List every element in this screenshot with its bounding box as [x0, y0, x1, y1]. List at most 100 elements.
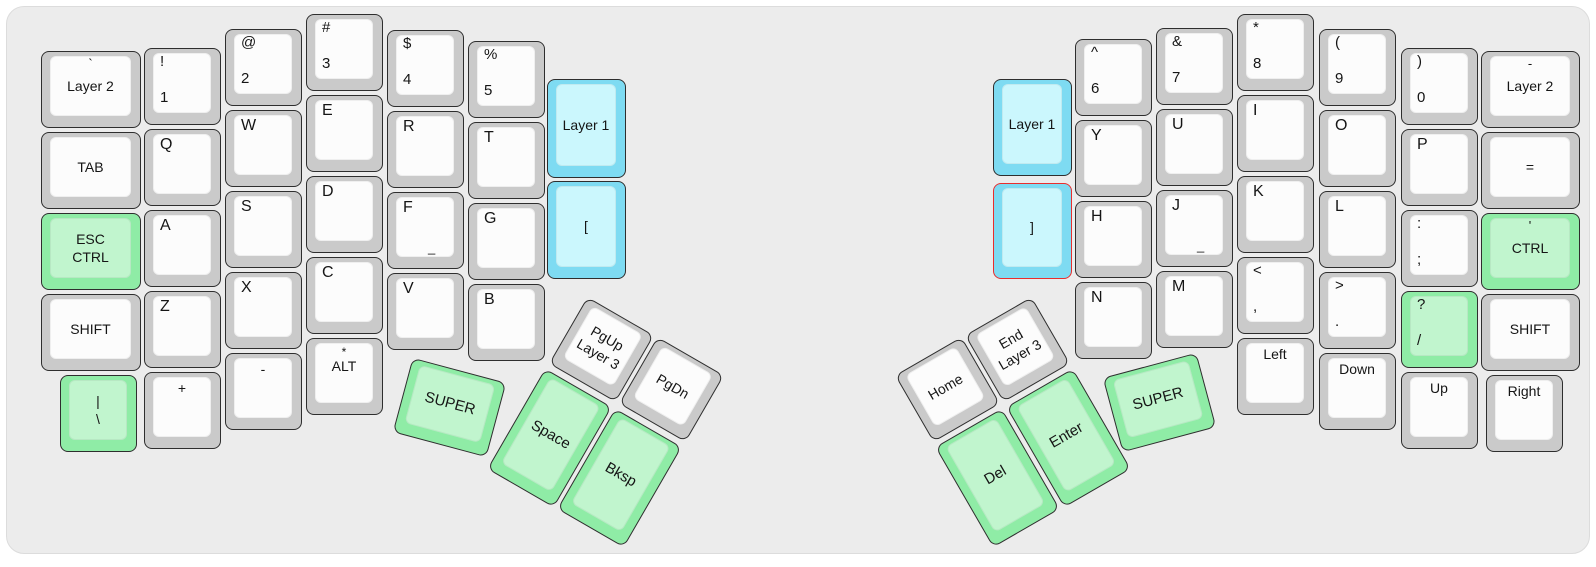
key-legend: X [241, 279, 252, 296]
key-i[interactable]: I [1237, 95, 1314, 172]
key-legend: Up [1430, 380, 1448, 396]
key-legend: Q [160, 136, 173, 153]
key-star-8[interactable]: *8 [1237, 14, 1314, 91]
key-r[interactable]: R [387, 111, 464, 188]
key-legend: E [322, 102, 333, 119]
key-super-left[interactable]: SUPER [392, 357, 507, 458]
key-shift-left[interactable]: SHIFT [41, 294, 141, 371]
key-shift-right[interactable]: SHIFT [1481, 294, 1580, 371]
key-h[interactable]: H [1075, 201, 1152, 278]
key-legend: SUPER [1130, 384, 1186, 414]
key-g[interactable]: G [468, 203, 545, 280]
key-p[interactable]: P [1401, 129, 1478, 206]
key-layer1-right[interactable]: Layer 1 [993, 79, 1072, 176]
key-legend: 8 [1253, 55, 1262, 73]
key-legend: Layer 2 [1506, 78, 1554, 94]
key-legend: CTRL [72, 249, 109, 265]
key-legend: ; [1417, 251, 1422, 269]
key-right-bracket[interactable]: ] [993, 183, 1072, 279]
key-x[interactable]: X [225, 272, 302, 349]
key-dollar-4[interactable]: $4 [387, 30, 464, 107]
key-star-alt[interactable]: *ALT [306, 338, 383, 415]
key-o[interactable]: O [1319, 110, 1396, 187]
key-legend: @ [241, 34, 257, 51]
key-paren-0[interactable]: )0 [1401, 48, 1478, 125]
key-colon-semicolon[interactable]: :; [1401, 210, 1478, 287]
key-legend: % [484, 46, 498, 63]
key-question-slash[interactable]: ?/ [1401, 291, 1478, 368]
key-legend: Layer 2 [67, 78, 114, 94]
key-minus-layer2[interactable]: -Layer 2 [1481, 51, 1580, 128]
key-pipe-backslash[interactable]: |\ [60, 375, 137, 452]
key-left-bracket[interactable]: [ [547, 181, 626, 279]
key-paren-9[interactable]: (9 [1319, 29, 1396, 106]
key-m[interactable]: M [1156, 271, 1233, 348]
key-quote-ctrl[interactable]: 'CTRL [1481, 213, 1580, 290]
homing-underscore: _ [1197, 238, 1205, 254]
key-legend: SHIFT [70, 320, 111, 337]
key-arrow-left[interactable]: Left [1237, 338, 1314, 415]
key-legend: ) [1417, 53, 1422, 70]
key-arrow-down[interactable]: Down [1319, 353, 1396, 430]
key-exclam-1[interactable]: !1 [144, 48, 221, 125]
key-legend: ` [88, 56, 93, 71]
key-equals[interactable]: = [1481, 132, 1580, 209]
key-legend: 6 [1091, 80, 1100, 98]
key-legend: , [1253, 298, 1258, 316]
key-legend: 2 [241, 70, 250, 88]
key-b[interactable]: B [468, 284, 545, 361]
key-plus[interactable]: + [144, 372, 221, 449]
key-f[interactable]: F_ [387, 192, 464, 269]
key-q[interactable]: Q [144, 129, 221, 206]
key-legend: 3 [322, 55, 331, 73]
key-legend: ESC [76, 230, 105, 247]
key-c[interactable]: C [306, 257, 383, 334]
key-n[interactable]: N [1075, 282, 1152, 359]
key-legend: F [403, 199, 413, 216]
key-legend: V [403, 280, 414, 297]
key-t[interactable]: T [468, 122, 545, 199]
key-s[interactable]: S [225, 191, 302, 268]
key-v[interactable]: V [387, 273, 464, 350]
key-legend: Layer 1 [1008, 115, 1056, 132]
key-legend: G [484, 210, 497, 227]
key-hash-3[interactable]: #3 [306, 14, 383, 91]
key-gt-period[interactable]: >. [1319, 272, 1396, 349]
key-esc-ctrl[interactable]: ESC CTRL [41, 213, 141, 290]
key-legend: / [1417, 332, 1422, 350]
key-legend: Layer 1 [562, 116, 610, 133]
key-l[interactable]: L [1319, 191, 1396, 268]
key-caret-6[interactable]: ^6 [1075, 39, 1152, 116]
key-legend: Y [1091, 127, 1102, 144]
key-percent-5[interactable]: %5 [468, 41, 545, 118]
key-grave-layer2[interactable]: ` Layer 2 [41, 51, 141, 128]
key-minus-left[interactable]: - [225, 353, 302, 430]
key-z[interactable]: Z [144, 291, 221, 368]
key-arrow-up[interactable]: Up [1401, 372, 1478, 449]
key-arrow-right[interactable]: Right [1486, 375, 1563, 452]
key-layer1-left[interactable]: Layer 1 [547, 79, 626, 178]
key-legend: = [1525, 158, 1535, 175]
key-legend: N [1091, 289, 1103, 306]
key-legend: 4 [403, 71, 412, 89]
key-at-2[interactable]: @2 [225, 29, 302, 106]
key-lt-comma[interactable]: <, [1237, 257, 1314, 334]
key-legend: P [1417, 136, 1428, 153]
key-a[interactable]: A [144, 210, 221, 287]
key-super-right[interactable]: SUPER [1102, 352, 1217, 453]
key-legend: H [1091, 208, 1103, 225]
key-legend: ^ [1091, 44, 1099, 61]
key-u[interactable]: U [1156, 109, 1233, 186]
key-legend: 5 [484, 82, 493, 100]
key-e[interactable]: E [306, 95, 383, 172]
key-legend: TAB [77, 158, 104, 175]
key-tab[interactable]: TAB [41, 132, 141, 209]
key-y[interactable]: Y [1075, 120, 1152, 197]
key-w[interactable]: W [225, 110, 302, 187]
key-legend: ( [1335, 34, 1340, 51]
key-j[interactable]: J_ [1156, 190, 1233, 267]
key-k[interactable]: K [1237, 176, 1314, 253]
key-d[interactable]: D [306, 176, 383, 253]
key-amp-7[interactable]: &7 [1156, 28, 1233, 105]
